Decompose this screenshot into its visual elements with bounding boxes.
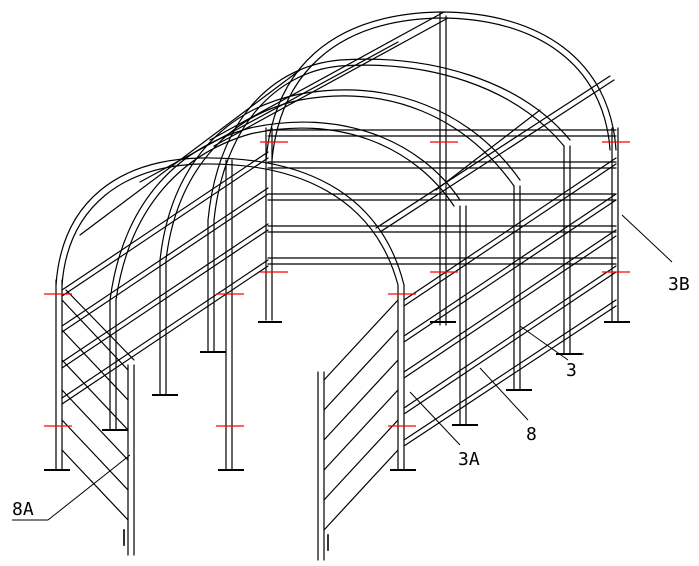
label-3: 3 — [566, 360, 577, 381]
label-3a: 3A — [458, 449, 480, 470]
label-8a: 8A — [12, 499, 34, 520]
middle-arches — [109, 58, 571, 301]
right-side-posts — [390, 145, 582, 471]
label-8: 8 — [526, 424, 537, 445]
part-labels: 3B 3 8 3A 8A — [12, 274, 690, 520]
back-posts — [258, 127, 630, 323]
front-arch — [55, 157, 405, 286]
right-gate — [317, 299, 399, 561]
right-side-rails — [403, 157, 617, 447]
back-wall-rails — [267, 129, 617, 265]
label-3b: 3B — [668, 274, 690, 295]
left-side-rails — [61, 151, 269, 405]
joint-markers — [44, 141, 630, 427]
left-gate — [61, 289, 135, 556]
roof-purlins — [79, 41, 615, 236]
back-arch — [265, 11, 617, 161]
leader-lines — [12, 214, 673, 521]
left-side-posts — [44, 159, 244, 471]
